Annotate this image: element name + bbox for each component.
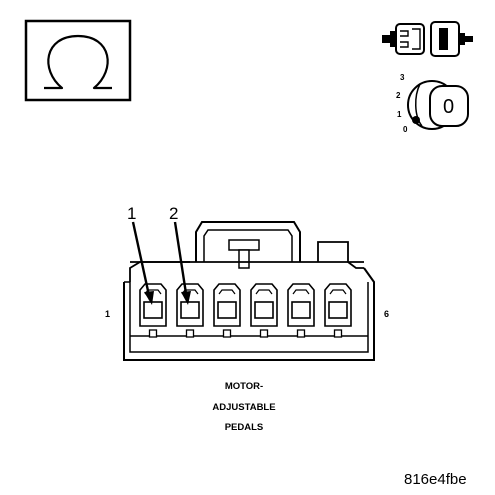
cavity-5 — [287, 283, 315, 338]
key-position-1: 1 — [397, 110, 402, 119]
caption-line-3: PEDALS — [225, 422, 264, 433]
key-position-3: 3 — [400, 73, 405, 82]
ignition-key-icon: 3 2 1 0 0 — [396, 73, 469, 134]
callout-2: 2 — [169, 204, 178, 223]
cavity-label-start: 1 — [105, 309, 110, 319]
key-position-0: 0 — [403, 125, 408, 134]
caption-line-2: ADJUSTABLE — [212, 402, 275, 413]
cavity-3 — [213, 283, 241, 338]
cavity-label-end: 6 — [384, 309, 389, 319]
callout-1: 1 — [127, 204, 136, 223]
connector-cavities — [139, 283, 352, 338]
ohmmeter-icon — [24, 19, 132, 102]
connector-face — [123, 221, 375, 361]
caption-line-1: MOTOR- — [225, 381, 263, 392]
callout-arrows — [131, 221, 191, 305]
key-position-2: 2 — [396, 91, 401, 100]
disconnected-connector-icon — [382, 21, 473, 57]
cavity-6 — [324, 283, 352, 338]
figure-id: 816e4fbe — [404, 471, 467, 488]
cavity-4 — [250, 283, 278, 338]
key-label: 0 — [443, 96, 454, 118]
